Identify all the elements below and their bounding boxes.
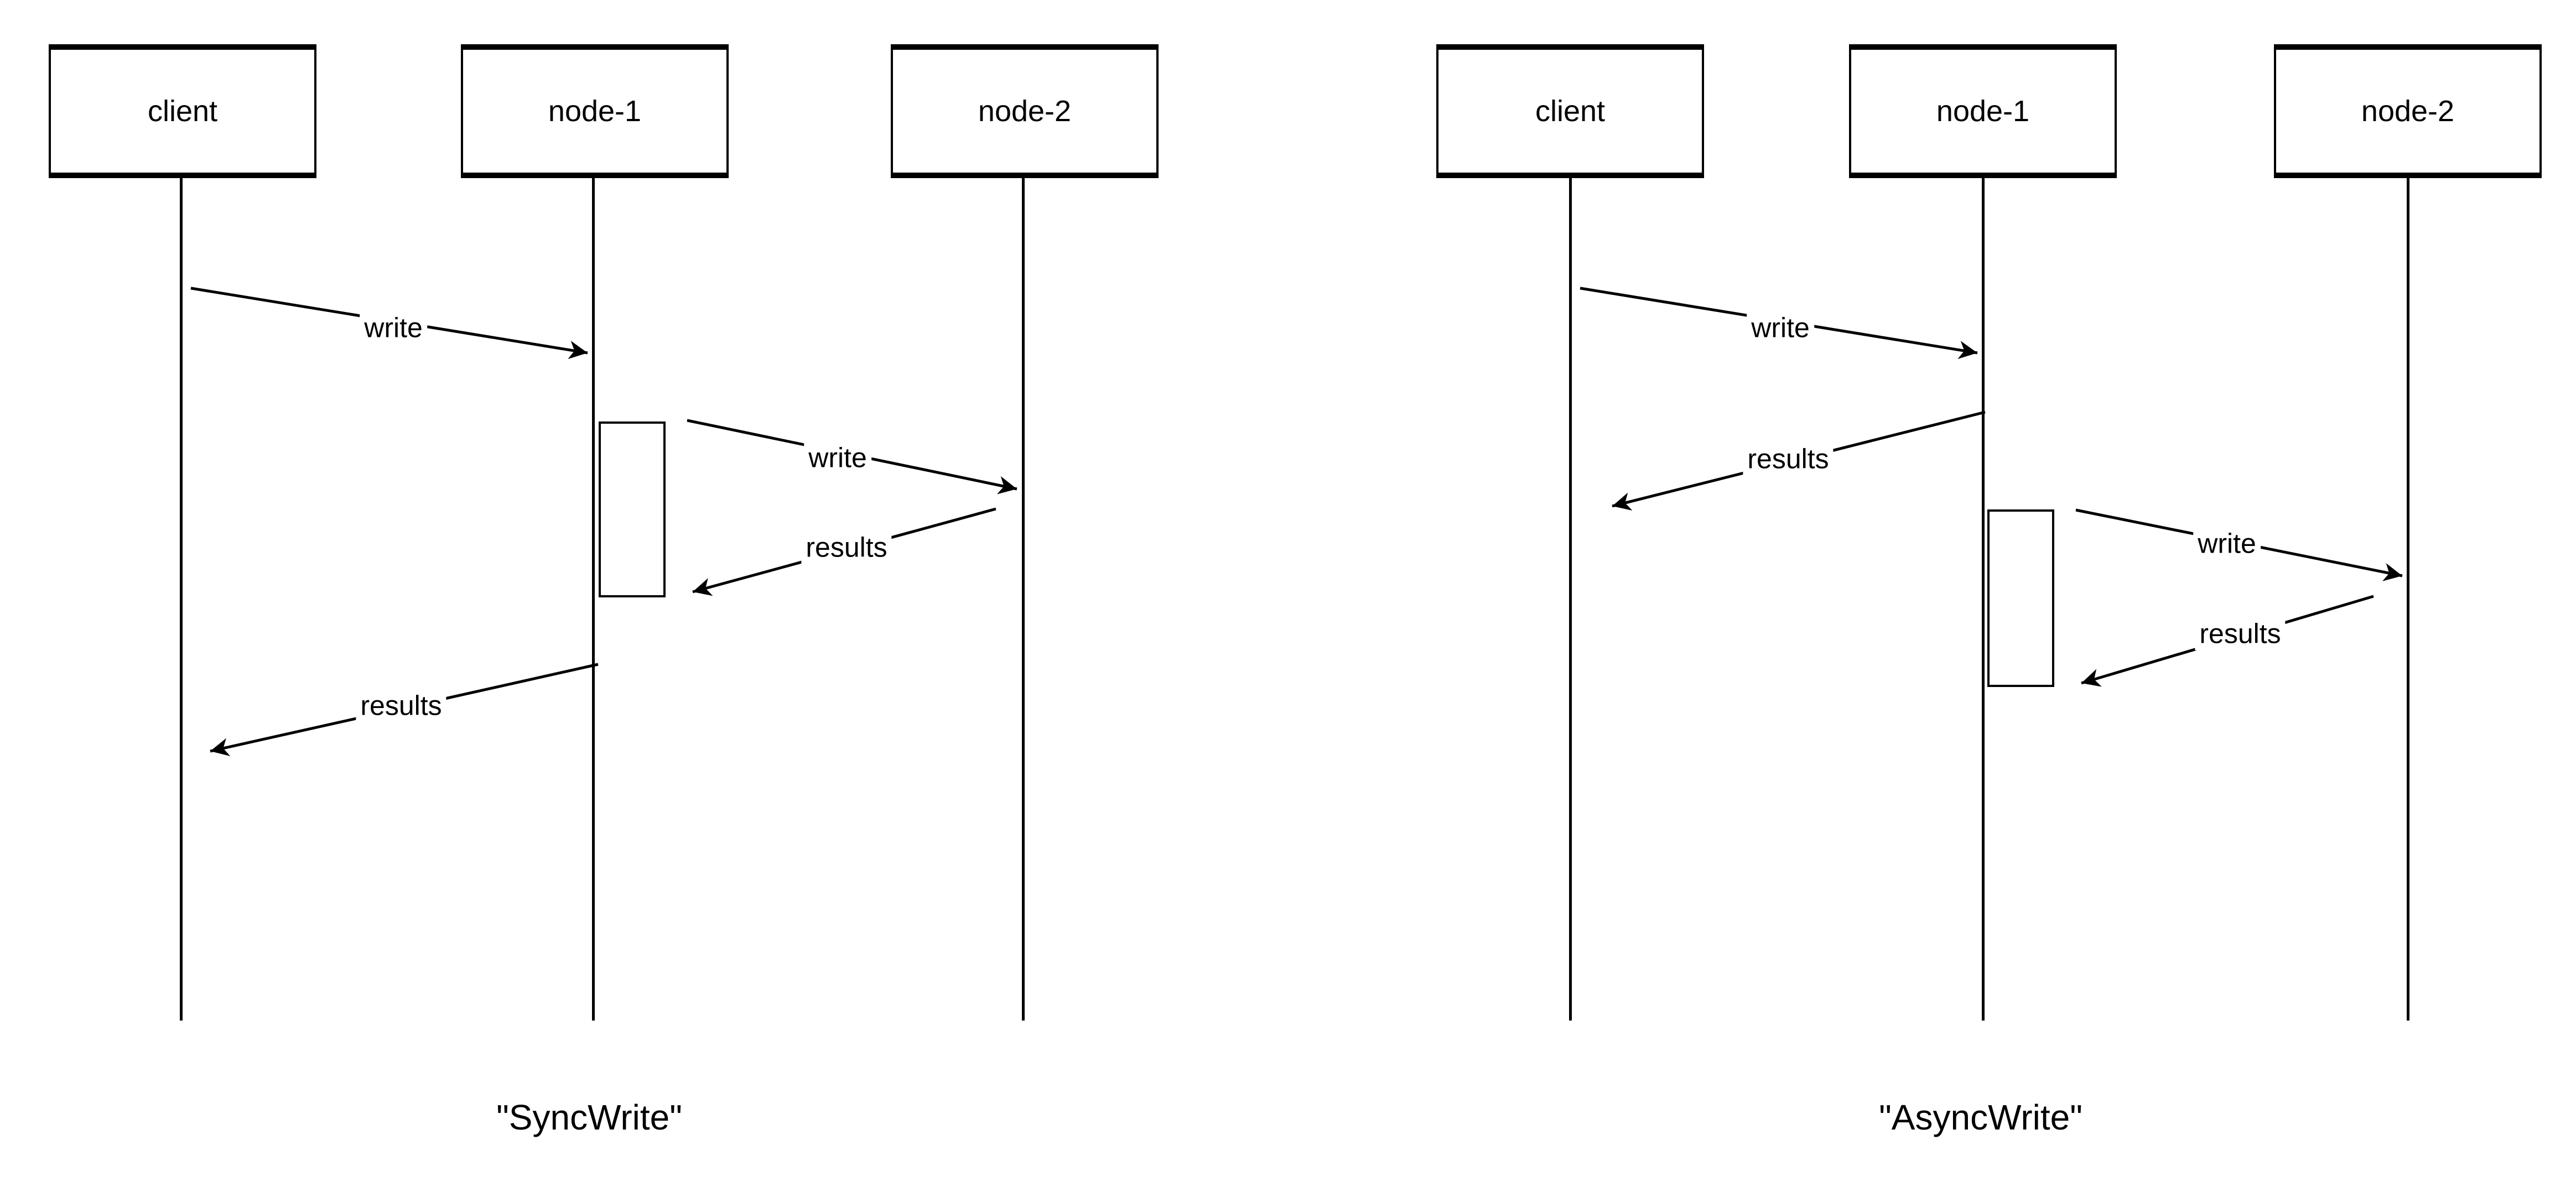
lifeline-node-2 (2407, 178, 2409, 1021)
diagram-caption-asyncwrite: "AsyncWrite" (1879, 1097, 2082, 1137)
actor-label-node-1: node-1 (1936, 95, 2030, 128)
actor-box-node-1: node-1 (1849, 44, 2117, 178)
actor-label-client: client (1535, 95, 1606, 128)
lifeline-client (1569, 178, 1572, 1021)
message-label-results: results (356, 689, 446, 722)
lifeline-node-2 (1022, 178, 1025, 1021)
message-label-results: results (2195, 617, 2286, 650)
lifeline-node-1 (1982, 178, 1985, 1021)
lifeline-client (180, 178, 183, 1021)
actor-label-client: client (147, 95, 218, 128)
message-label-results: results (801, 531, 892, 564)
actor-box-client: client (49, 44, 316, 178)
actor-box-node-2: node-2 (891, 44, 1159, 178)
diagram-caption-syncwrite: "SyncWrite" (496, 1097, 682, 1137)
message-label-results: results (1743, 443, 1834, 476)
message-label-write: write (1747, 311, 1814, 345)
message-label-write: write (360, 311, 427, 345)
actor-box-client: client (1436, 44, 1704, 178)
actor-label-node-2: node-2 (2361, 95, 2455, 128)
activation-bar-node-1 (599, 421, 666, 597)
actor-box-node-1: node-1 (461, 44, 729, 178)
activation-bar-node-1 (1987, 509, 2054, 687)
lifeline-node-1 (592, 178, 595, 1021)
actor-box-node-2: node-2 (2274, 44, 2542, 178)
actor-label-node-1: node-1 (548, 95, 642, 128)
message-label-write: write (2193, 527, 2261, 560)
message-label-write: write (804, 441, 871, 475)
actor-label-node-2: node-2 (978, 95, 1072, 128)
